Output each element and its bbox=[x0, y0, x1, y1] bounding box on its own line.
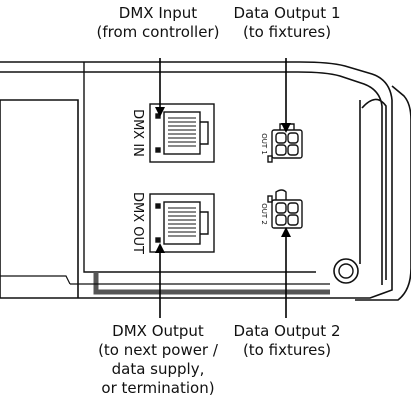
dmx-input-callout: DMX Input (from controller) bbox=[97, 4, 220, 42]
data-output-1-title: Data Output 1 bbox=[233, 4, 341, 22]
out2-label: OUT 2 bbox=[260, 203, 268, 225]
data-output-1-callout: Data Output 1 (to fixtures) bbox=[234, 4, 341, 42]
out1-connector bbox=[267, 123, 303, 163]
dmx-output-line3: data supply, bbox=[111, 360, 205, 378]
dmx-in-label: DMX IN bbox=[130, 109, 145, 157]
data-output-2-subtitle: (to fixtures) bbox=[242, 341, 332, 359]
dmx-output-callout: DMX Output (to next power / data supply,… bbox=[98, 322, 218, 398]
dmx-out-label: DMX OUT bbox=[130, 192, 145, 254]
enclosure-housing bbox=[0, 61, 411, 301]
dmx-in-jack bbox=[149, 103, 215, 163]
dmx-output-line2: (to next power / bbox=[98, 341, 218, 359]
dmx-out-jack bbox=[149, 193, 215, 253]
dmx-output-title: DMX Output bbox=[112, 322, 204, 340]
dmx-input-title: DMX Input bbox=[118, 4, 198, 22]
data-output-2-callout: Data Output 2 (to fixtures) bbox=[234, 322, 341, 360]
mounting-screw bbox=[333, 258, 359, 284]
dmx-output-line4: or termination) bbox=[101, 379, 215, 397]
data-output-1-subtitle: (to fixtures) bbox=[242, 23, 332, 41]
data-output-2-title: Data Output 2 bbox=[233, 322, 341, 340]
out1-label: OUT 1 bbox=[260, 133, 268, 155]
dmx-input-subtitle: (from controller) bbox=[96, 23, 220, 41]
connector-panel bbox=[0, 62, 330, 295]
out2-connector bbox=[267, 189, 303, 229]
